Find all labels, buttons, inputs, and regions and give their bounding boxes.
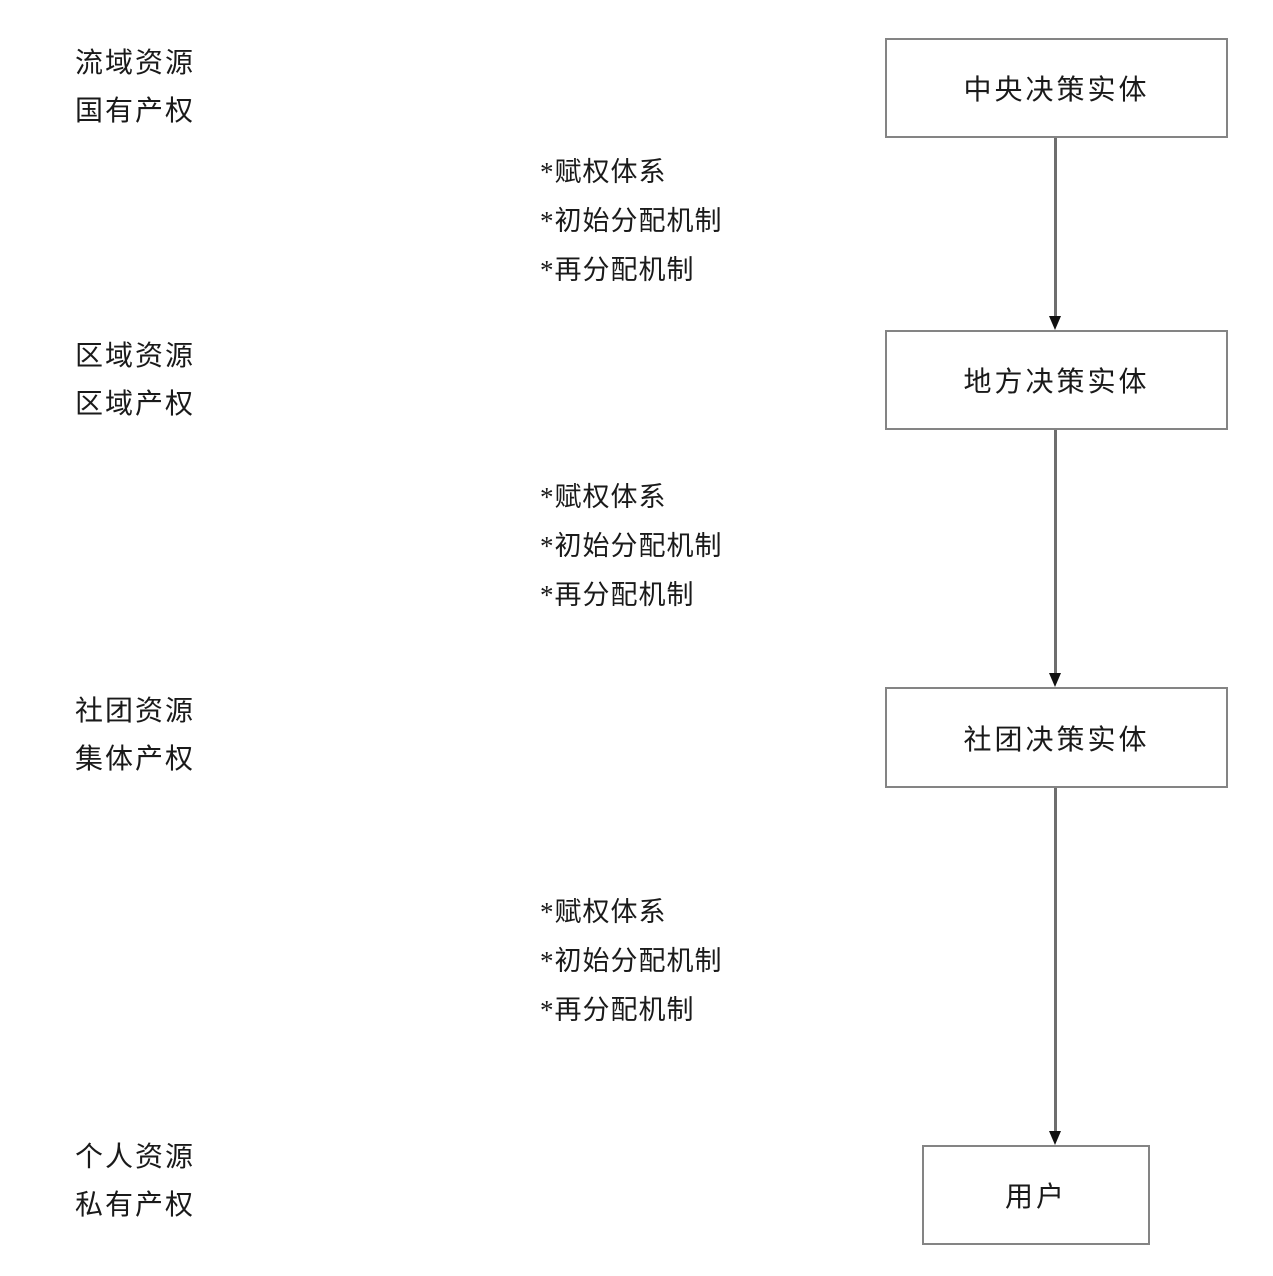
side-label-line-1: 个人资源 [75, 1142, 196, 1173]
annotation-collective-to-user: *赋权体系 *初始分配机制 *再分配机制 [540, 888, 723, 1035]
annotation-line-2: *初始分配机制 [540, 946, 723, 976]
connector-collective-to-user [1054, 788, 1057, 1131]
annotation-line-2: *初始分配机制 [540, 206, 723, 236]
annotation-line-3: *再分配机制 [540, 995, 695, 1025]
annotation-line-3: *再分配机制 [540, 580, 695, 610]
side-label-line-1: 区域资源 [75, 341, 196, 372]
side-label-line-2: 区域产权 [75, 389, 196, 420]
annotation-local-to-collective: *赋权体系 *初始分配机制 *再分配机制 [540, 473, 723, 620]
node-collective-decision-entity[interactable]: 社团决策实体 [885, 687, 1228, 788]
node-label: 地方决策实体 [963, 367, 1150, 398]
annotation-central-to-local: *赋权体系 *初始分配机制 *再分配机制 [540, 148, 723, 295]
side-label-line-2: 集体产权 [75, 744, 196, 775]
connector-local-to-collective [1054, 430, 1057, 673]
annotation-line-3: *再分配机制 [540, 255, 695, 285]
side-label-regional: 区域资源 区域产权 [75, 333, 195, 429]
side-label-line-1: 社团资源 [75, 696, 196, 727]
arrow-down-icon [1049, 673, 1061, 687]
side-label-line-2: 私有产权 [75, 1190, 196, 1221]
side-label-collective: 社团资源 集体产权 [75, 688, 195, 784]
node-central-decision-entity[interactable]: 中央决策实体 [885, 38, 1228, 138]
side-label-line-1: 流域资源 [75, 48, 196, 79]
node-label: 用户 [1004, 1182, 1067, 1213]
side-label-individual: 个人资源 私有产权 [75, 1134, 195, 1230]
annotation-line-1: *赋权体系 [540, 897, 667, 927]
side-label-line-2: 国有产权 [75, 96, 196, 127]
annotation-line-1: *赋权体系 [540, 482, 667, 512]
node-local-decision-entity[interactable]: 地方决策实体 [885, 330, 1228, 430]
arrow-down-icon [1049, 1131, 1061, 1145]
node-label: 社团决策实体 [963, 724, 1150, 756]
node-label: 中央决策实体 [963, 75, 1150, 106]
arrow-down-icon [1049, 316, 1061, 330]
annotation-line-2: *初始分配机制 [540, 531, 723, 561]
annotation-line-1: *赋权体系 [540, 157, 667, 187]
side-label-basin: 流域资源 国有产权 [75, 40, 195, 136]
node-user[interactable]: 用户 [922, 1145, 1150, 1245]
connector-central-to-local [1054, 138, 1057, 318]
